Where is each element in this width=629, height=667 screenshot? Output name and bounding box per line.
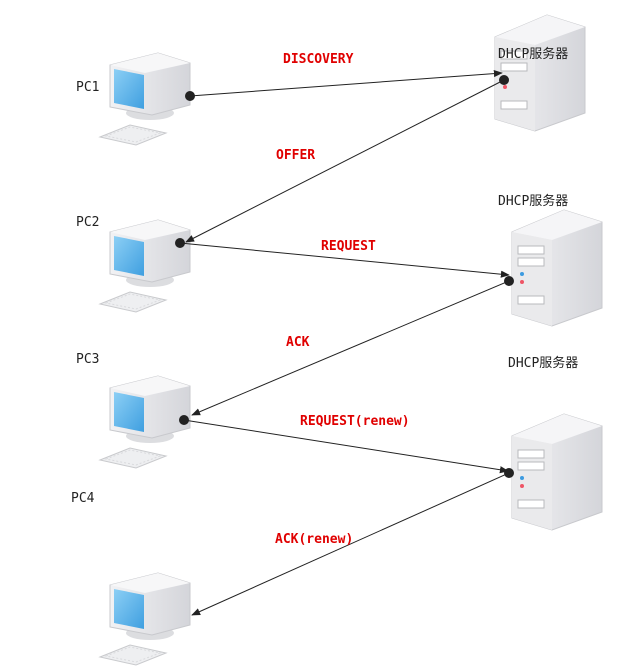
ack-label: ACK (286, 335, 310, 350)
pc1-label: PC1 (76, 80, 99, 95)
pc4-computer-icon (99, 572, 191, 666)
ack-start-dot (504, 276, 514, 286)
request-renew-arrow (183, 419, 509, 474)
ack-arrow (191, 280, 510, 416)
dhcp-server-1-icon (494, 14, 586, 132)
server-2-label: DHCP服务器 (498, 193, 568, 209)
pc2-computer-icon (99, 219, 191, 313)
ack-renew-start-dot (504, 468, 514, 478)
ack-renew-label: ACK(renew) (275, 532, 353, 547)
server-3-label: DHCP服务器 (508, 355, 578, 371)
dhcp-server-2-icon (511, 209, 603, 327)
pc3-label: PC3 (76, 352, 99, 367)
discovery-start-dot (185, 91, 195, 101)
ack-renew-arrow (191, 472, 510, 616)
request-renew-start-dot (179, 415, 189, 425)
pc1-computer-icon (99, 52, 191, 146)
discovery-label: DISCOVERY (283, 52, 354, 67)
offer-start-dot (499, 75, 509, 85)
pc4-label: PC4 (71, 491, 95, 506)
server-1-label: DHCP服务器 (498, 46, 568, 62)
pc3-computer-icon (99, 375, 191, 469)
offer-arrow (185, 79, 505, 243)
request-start-dot (175, 238, 185, 248)
pc2-label: PC2 (76, 215, 99, 230)
offer-label: OFFER (276, 148, 315, 163)
dhcp-server-3-icon (511, 413, 603, 531)
request-arrow (179, 242, 510, 278)
discovery-arrow (189, 70, 503, 97)
request-renew-label: REQUEST(renew) (300, 414, 410, 429)
request-label: REQUEST (321, 239, 376, 254)
